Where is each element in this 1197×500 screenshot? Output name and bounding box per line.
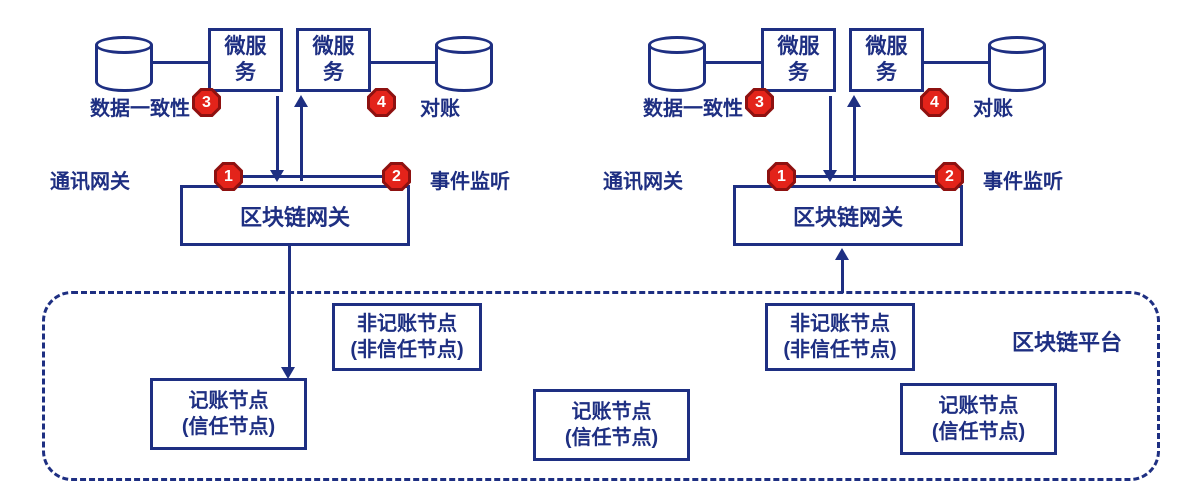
reconciliation-label: 对账 <box>973 98 1013 120</box>
accounting-node-box: 记账节点 (信任节点) <box>150 378 307 450</box>
badge-3-icon: 3 <box>192 88 221 117</box>
gateway-to-node-arrow-line <box>288 246 291 369</box>
node-subname: (信任节点) <box>181 416 276 438</box>
database-icon-top <box>648 36 706 54</box>
database-icon <box>95 36 153 94</box>
database-icon-top <box>988 36 1046 54</box>
gateway-to-microservice-arrow-line <box>300 105 303 181</box>
comm-gateway-label: 通讯网关 <box>603 171 683 193</box>
blockchain-gateway-label: 区块链网关 <box>792 204 903 230</box>
badge-1-icon: 1 <box>767 162 796 191</box>
microservice-box: 微服务 <box>849 28 924 92</box>
microservice-label: 微服务 <box>312 34 355 84</box>
node-name: 记账节点 <box>188 389 269 412</box>
node-name: 非记账节点 <box>357 312 457 335</box>
non-accounting-node-box: 非记账节点 (非信任节点) <box>332 303 482 371</box>
arrow-up-icon <box>835 248 849 260</box>
badge-number: 4 <box>930 93 939 111</box>
blockchain-gateway-label: 区块链网关 <box>239 204 350 230</box>
badge-connector-line <box>228 175 396 178</box>
accounting-node-box: 记账节点 (信任节点) <box>533 389 690 461</box>
microservice-to-gateway-arrow-line <box>829 96 832 172</box>
microservice-label: 微服务 <box>224 34 267 84</box>
node-name: 记账节点 <box>938 394 1019 417</box>
badge-number: 2 <box>945 167 954 185</box>
arrow-up-icon <box>294 95 308 107</box>
comm-gateway-label: 通讯网关 <box>50 171 130 193</box>
node-subname: (非信任节点) <box>783 339 897 361</box>
microservice-label: 微服务 <box>865 34 908 84</box>
blockchain-gateway-box: 区块链网关 <box>180 185 410 246</box>
database-icon <box>435 36 493 94</box>
microservice-label: 微服务 <box>777 34 820 84</box>
badge-number: 1 <box>224 167 233 185</box>
microservice-box: 微服务 <box>761 28 836 92</box>
node-name: 非记账节点 <box>790 312 890 335</box>
reconciliation-label: 对账 <box>420 98 460 120</box>
microservice-to-gateway-arrow-line <box>276 96 279 172</box>
badge-number: 4 <box>377 93 386 111</box>
connector-line <box>371 61 435 64</box>
node-subname: (信任节点) <box>564 427 659 449</box>
gateway-to-microservice-arrow-line <box>853 105 856 181</box>
event-listen-label: 事件监听 <box>983 171 1063 193</box>
database-icon-top <box>95 36 153 54</box>
accounting-node-box: 记账节点 (信任节点) <box>900 383 1057 455</box>
blockchain-platform-container <box>42 291 1160 481</box>
microservice-box: 微服务 <box>208 28 283 92</box>
node-subname: (信任节点) <box>931 421 1026 443</box>
data-consistency-label: 数据一致性 <box>90 98 190 120</box>
database-icon <box>648 36 706 94</box>
badge-number: 1 <box>777 167 786 185</box>
badge-number: 3 <box>755 93 764 111</box>
connector-line <box>924 61 988 64</box>
badge-2-icon: 2 <box>935 162 964 191</box>
node-subname: (非信任节点) <box>350 339 464 361</box>
database-icon-top <box>435 36 493 54</box>
non-accounting-node-box: 非记账节点 (非信任节点) <box>765 303 915 371</box>
connector-line <box>153 61 208 64</box>
blockchain-gateway-box: 区块链网关 <box>733 185 963 246</box>
badge-4-icon: 4 <box>367 88 396 117</box>
badge-number: 3 <box>202 93 211 111</box>
node-name: 记账节点 <box>571 400 652 423</box>
arrow-down-icon <box>281 367 295 379</box>
badge-connector-line <box>781 175 949 178</box>
badge-1-icon: 1 <box>214 162 243 191</box>
badge-2-icon: 2 <box>382 162 411 191</box>
connector-line <box>706 61 761 64</box>
architecture-section-right: 微服务 微服务 数据一致性 3 4 对账 通讯网关 1 2 事件监听 <box>598 0 1118 260</box>
badge-number: 2 <box>392 167 401 185</box>
architecture-section-left: 微服务 微服务 数据一致性 3 4 对账 通讯网关 1 2 事件监听 <box>45 0 565 260</box>
platform-to-gateway-arrow-line <box>841 258 844 293</box>
database-icon <box>988 36 1046 94</box>
badge-4-icon: 4 <box>920 88 949 117</box>
microservice-box: 微服务 <box>296 28 371 92</box>
data-consistency-label: 数据一致性 <box>643 98 743 120</box>
event-listen-label: 事件监听 <box>430 171 510 193</box>
arrow-up-icon <box>847 95 861 107</box>
badge-3-icon: 3 <box>745 88 774 117</box>
blockchain-platform-label: 区块链平台 <box>1012 330 1123 355</box>
